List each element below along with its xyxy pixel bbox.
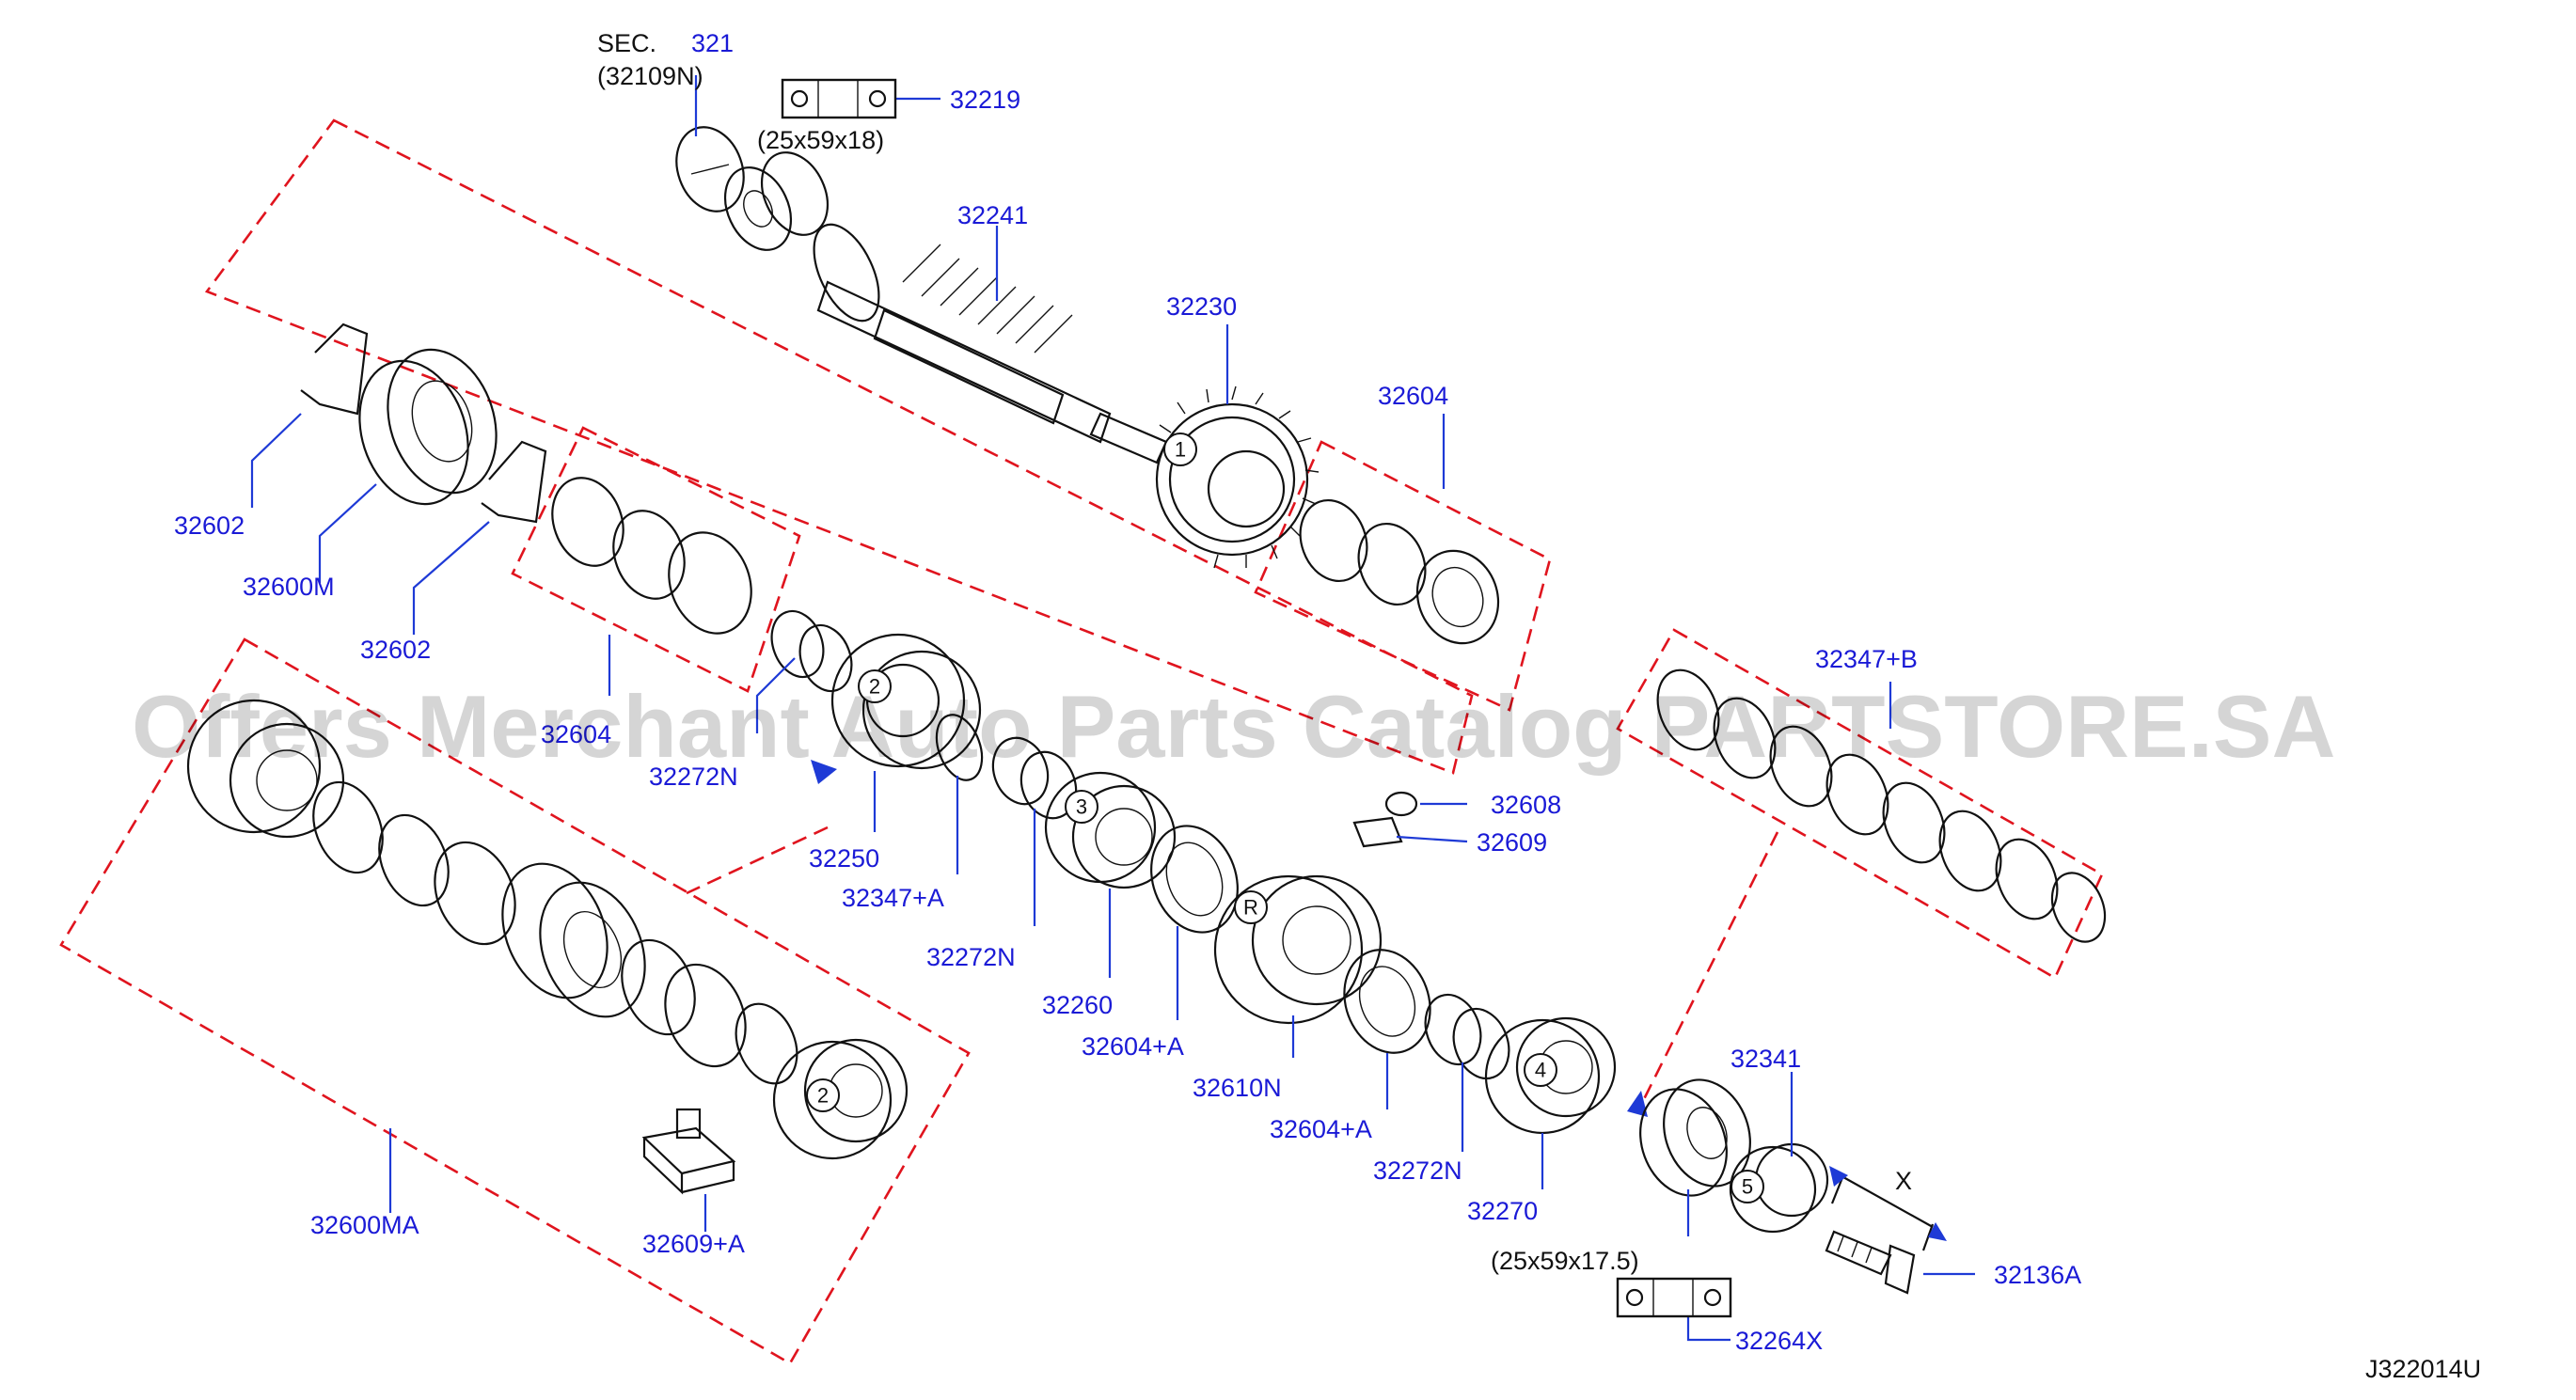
part-label-32600m[interactable]: 32600M bbox=[243, 573, 335, 601]
bearing-dim-top: (25x59x18) bbox=[757, 126, 884, 154]
part-label-32604[interactable]: 32604 bbox=[1378, 382, 1448, 410]
section-sub: (32109N) bbox=[597, 62, 703, 90]
part-label-32219[interactable]: 32219 bbox=[950, 86, 1020, 114]
leader-lines bbox=[250, 75, 1975, 1342]
dimension-label-x: X bbox=[1895, 1167, 1912, 1195]
gear-2nd-left bbox=[772, 1038, 909, 1160]
group-outline-32600ma bbox=[59, 637, 971, 1365]
part-label-32609a[interactable]: 32609+A bbox=[642, 1230, 745, 1258]
synchro-32604-left bbox=[551, 477, 752, 635]
callout-2-left: 2 bbox=[817, 1084, 829, 1108]
bearing-32219 bbox=[723, 151, 830, 251]
bearing-icon-32264x bbox=[1616, 1277, 1732, 1318]
part-label-32602-b[interactable]: 32602 bbox=[360, 636, 431, 664]
gear-32230 bbox=[1155, 385, 1320, 569]
washer-32347a bbox=[935, 714, 984, 781]
part-label-32264x[interactable]: 32264X bbox=[1735, 1327, 1823, 1355]
watermark-text: Offers Merchant Auto Parts Catalog PARTS… bbox=[132, 677, 2335, 776]
callout-1: 1 bbox=[1175, 438, 1186, 462]
needle-bearing-32272n-a bbox=[770, 609, 853, 693]
part-label-32610n[interactable]: 32610N bbox=[1193, 1074, 1282, 1102]
diagram-code: J322014U bbox=[2365, 1355, 2481, 1383]
part-label-32272n-c[interactable]: 32272N bbox=[1373, 1156, 1462, 1185]
part-label-32609[interactable]: 32609 bbox=[1477, 828, 1547, 857]
hub-sleeve-32600m bbox=[358, 348, 498, 506]
callout-5: 5 bbox=[1742, 1175, 1753, 1199]
synchro-32604a-right bbox=[1343, 949, 1431, 1054]
callout-4: 4 bbox=[1535, 1059, 1546, 1082]
bearing-dim-bottom: (25x59x17.5) bbox=[1491, 1247, 1639, 1275]
part-label-32347a[interactable]: 32347+A bbox=[842, 884, 944, 912]
callout-r: R bbox=[1243, 896, 1258, 920]
group-outline-32604-left bbox=[511, 426, 801, 693]
bearing-icon-32219 bbox=[781, 78, 897, 119]
main-shaft-32241 bbox=[813, 223, 1168, 464]
part-label-32600ma[interactable]: 32600MA bbox=[310, 1211, 419, 1239]
snap-ring-32602-top bbox=[300, 322, 369, 416]
group-link-32600m bbox=[686, 826, 829, 895]
arrow-head-left bbox=[811, 760, 837, 784]
spring-32609 bbox=[1352, 816, 1403, 848]
bolt-32136a bbox=[1825, 1230, 1916, 1295]
gear-reverse-left bbox=[186, 699, 345, 839]
gear-32260 bbox=[1044, 771, 1177, 889]
section-prefix: SEC. bbox=[597, 29, 656, 57]
part-label-32272n-a[interactable]: 32272N bbox=[649, 763, 738, 791]
synchro-rings-32600ma bbox=[312, 780, 798, 1085]
part-label-32260[interactable]: 32260 bbox=[1042, 991, 1113, 1019]
part-label-32347b[interactable]: 32347+B bbox=[1815, 645, 1918, 673]
part-label-32341[interactable]: 32341 bbox=[1731, 1045, 1801, 1073]
washers-32347b bbox=[1656, 669, 2107, 943]
callout-2-center: 2 bbox=[869, 675, 880, 699]
shifter-block-32609a bbox=[641, 1108, 736, 1195]
snap-ring-32602-bottom bbox=[481, 440, 547, 524]
group-outline-32600m bbox=[204, 118, 1474, 775]
part-label-32604a-left[interactable]: 32604+A bbox=[1082, 1032, 1184, 1061]
part-label-32230[interactable]: 32230 bbox=[1166, 292, 1237, 321]
callout-3: 3 bbox=[1076, 795, 1087, 819]
group-outline-32604-right bbox=[1254, 440, 1552, 712]
part-label-32604a-right[interactable]: 32604+A bbox=[1270, 1115, 1372, 1143]
needle-bearing-32272n-b bbox=[991, 736, 1078, 820]
part-label-32270[interactable]: 32270 bbox=[1467, 1197, 1538, 1225]
callout-markers: 1 2 3 4 5 R 2 bbox=[806, 433, 1764, 1203]
bearing-32341 bbox=[1639, 1078, 1751, 1197]
part-label-32602-a[interactable]: 32602 bbox=[174, 511, 245, 540]
dimension-x bbox=[1829, 1166, 1947, 1251]
part-label-32272n-b[interactable]: 32272N bbox=[926, 943, 1016, 971]
part-label-32608[interactable]: 32608 bbox=[1491, 791, 1561, 819]
gear-32250 bbox=[830, 633, 982, 770]
synchro-32604a-left bbox=[1150, 825, 1239, 934]
sleeve-gear-32610n bbox=[1213, 874, 1383, 1025]
ball-32608 bbox=[1384, 791, 1418, 817]
part-label-32241[interactable]: 32241 bbox=[957, 201, 1028, 229]
synchro-32604-right bbox=[1299, 498, 1500, 645]
part-label-32250[interactable]: 32250 bbox=[809, 844, 879, 873]
arrow-head-right bbox=[1627, 1091, 1648, 1117]
group-link-32347b bbox=[1639, 831, 1779, 1106]
part-label-32136a[interactable]: 32136A bbox=[1994, 1261, 2081, 1289]
section-number[interactable]: 321 bbox=[691, 29, 734, 57]
part-label-32604-left[interactable]: 32604 bbox=[541, 720, 611, 748]
